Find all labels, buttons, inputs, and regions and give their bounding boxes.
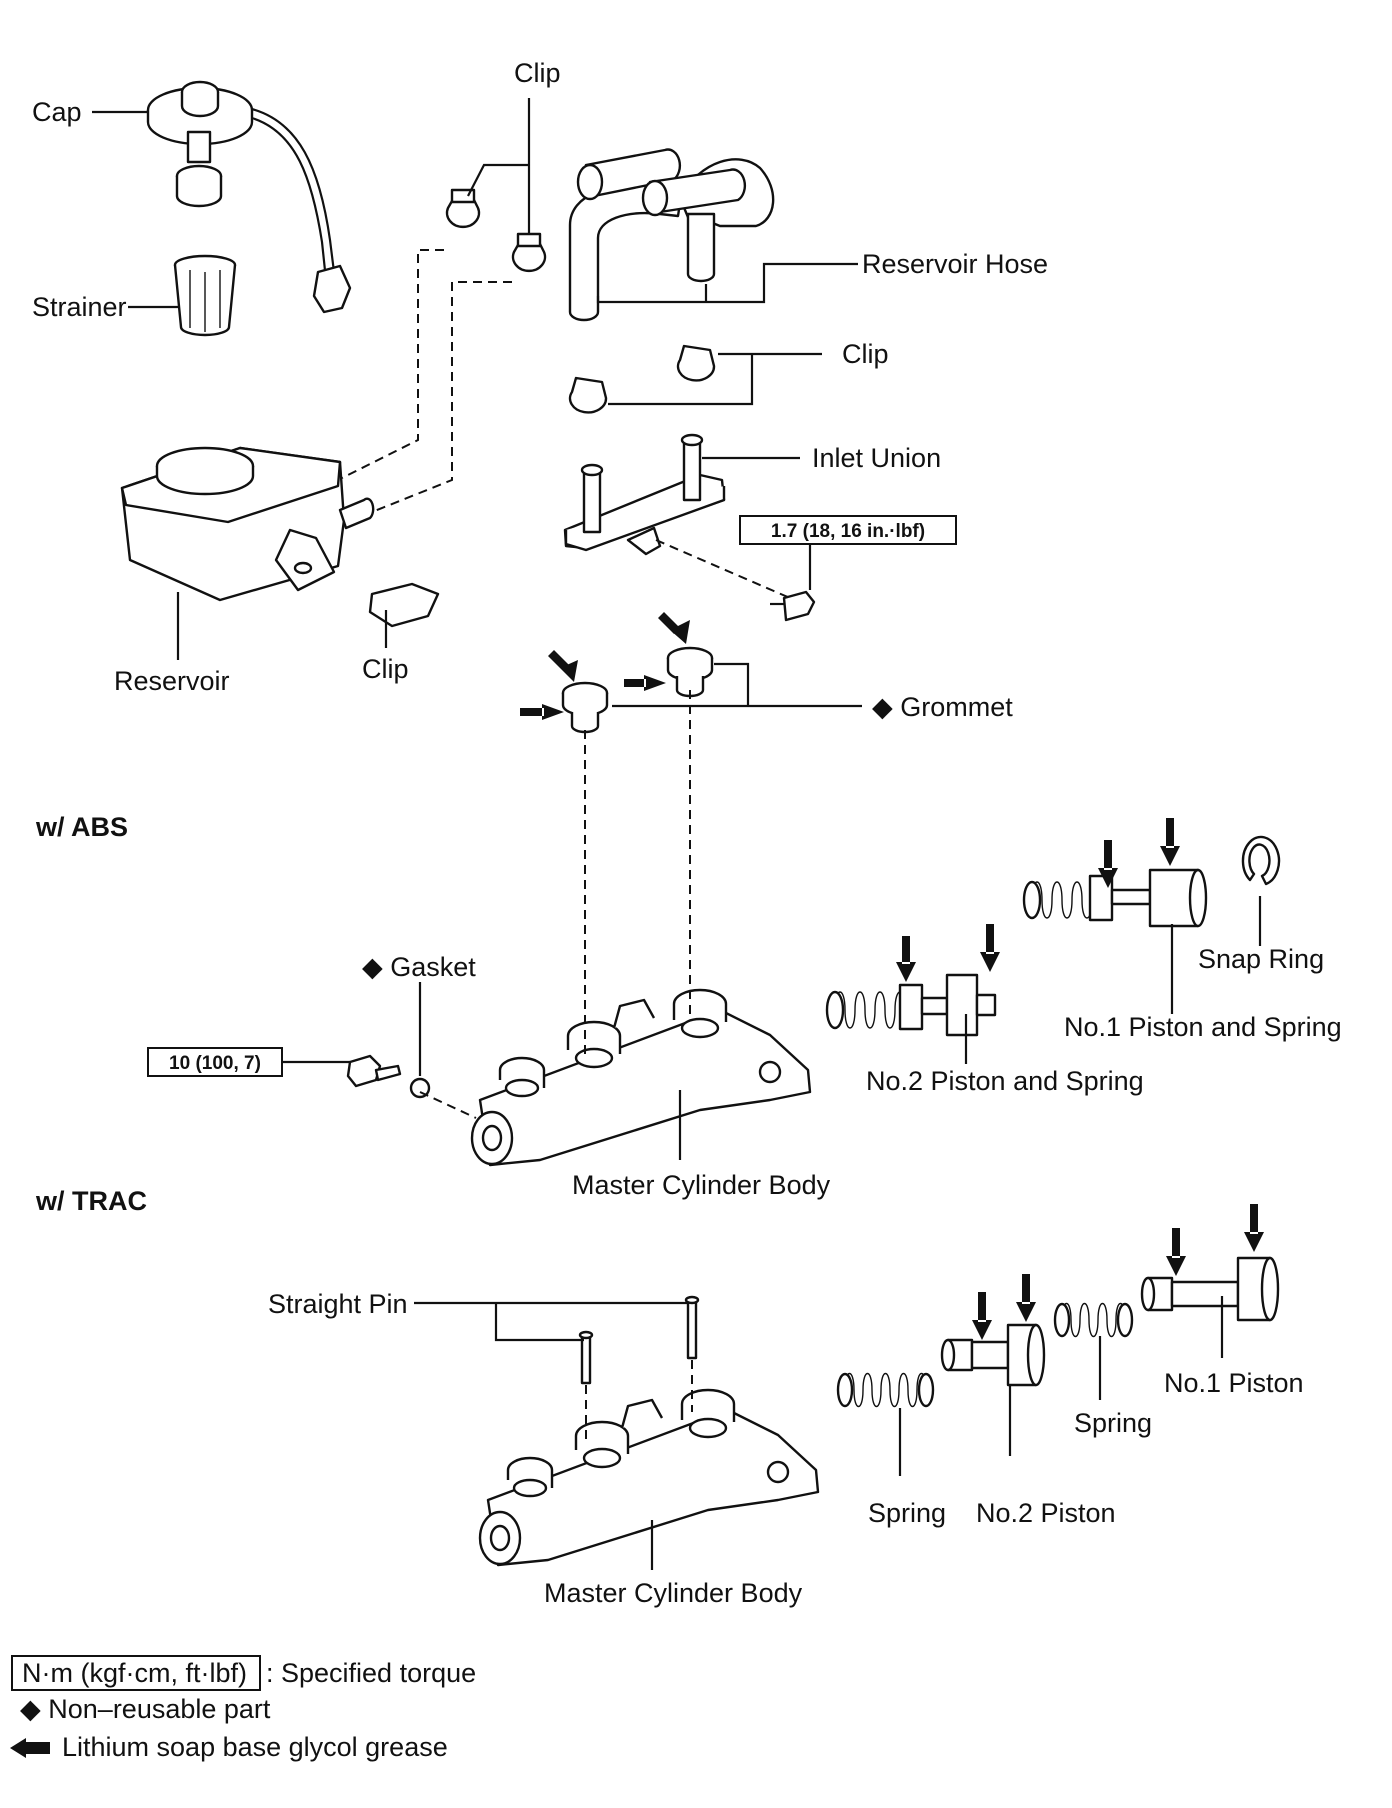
label-cap: Cap <box>32 97 82 127</box>
label-snap-ring: Snap Ring <box>1198 944 1324 974</box>
inlet-union-part <box>563 433 816 622</box>
label-no2-piston: No.2 Piston <box>976 1498 1116 1528</box>
label-clip-top: Clip <box>514 58 561 88</box>
reservoir-part <box>120 446 440 628</box>
section-abs: w/ ABS <box>35 812 128 842</box>
abs-master-cylinder <box>409 988 812 1167</box>
legend-grease: Lithium soap base glycol grease <box>62 1732 448 1762</box>
grease-arrow-icon <box>10 1738 50 1758</box>
label-grommet: ◆ Grommet <box>872 692 1013 722</box>
torque-plug: 10 (100, 7) <box>147 1047 283 1077</box>
label-clip-reservoir: Clip <box>362 654 409 684</box>
legend-torque-box: N·m (kgf·cm, ft·lbf) <box>22 1658 247 1688</box>
abs-no1-piston-spring <box>1022 868 1208 928</box>
label-inlet-union: Inlet Union <box>812 443 941 473</box>
legend-non-reusable: ◆ Non–reusable part <box>20 1694 271 1724</box>
label-strainer: Strainer <box>32 292 127 322</box>
abs-no2-piston-spring <box>825 973 997 1037</box>
label-straight-pin: Straight Pin <box>268 1289 408 1319</box>
mid-clips <box>568 344 716 414</box>
label-master-cylinder-trac: Master Cylinder Body <box>544 1578 803 1608</box>
torque-plug-text: 10 (100, 7) <box>169 1053 261 1074</box>
reservoir-hose-part <box>568 148 775 322</box>
legend: N·m (kgf·cm, ft·lbf) : Specified torque … <box>10 1655 476 1762</box>
straight-pins <box>578 1295 700 1385</box>
trac-upper-spring <box>1053 1302 1134 1338</box>
torque-inlet-union-text: 1.7 (18, 16 in.·lbf) <box>771 521 925 542</box>
plug-bolt <box>346 1054 402 1088</box>
label-no1-piston-spring: No.1 Piston and Spring <box>1064 1012 1342 1042</box>
label-reservoir-hose: Reservoir Hose <box>862 249 1048 279</box>
top-clips <box>445 188 547 272</box>
leader-lines <box>92 98 1262 1570</box>
strainer-part <box>173 254 237 337</box>
trac-master-cylinder <box>478 1388 820 1567</box>
snap-ring-part <box>1241 835 1281 886</box>
label-master-cylinder-abs: Master Cylinder Body <box>572 1170 831 1200</box>
dashed-guides <box>341 249 791 1440</box>
label-reservoir: Reservoir <box>114 666 230 696</box>
grommets <box>561 646 714 734</box>
label-clip-mid: Clip <box>842 339 889 369</box>
label-gasket: ◆ Gasket <box>362 952 476 982</box>
trac-no1-piston <box>1140 1256 1280 1322</box>
label-no1-piston: No.1 Piston <box>1164 1368 1304 1398</box>
grease-arrows <box>520 612 1264 1340</box>
torque-inlet-union: 1.7 (18, 16 in.·lbf) <box>739 515 957 545</box>
section-trac: w/ TRAC <box>35 1186 147 1216</box>
legend-torque-text: : Specified torque <box>266 1658 476 1688</box>
trac-lower-spring <box>836 1372 935 1408</box>
label-spring-upper: Spring <box>1074 1408 1152 1438</box>
trac-no2-piston <box>940 1323 1046 1387</box>
label-spring-lower: Spring <box>868 1498 946 1528</box>
cap-part <box>146 80 352 314</box>
label-no2-piston-spring: No.2 Piston and Spring <box>866 1066 1144 1096</box>
